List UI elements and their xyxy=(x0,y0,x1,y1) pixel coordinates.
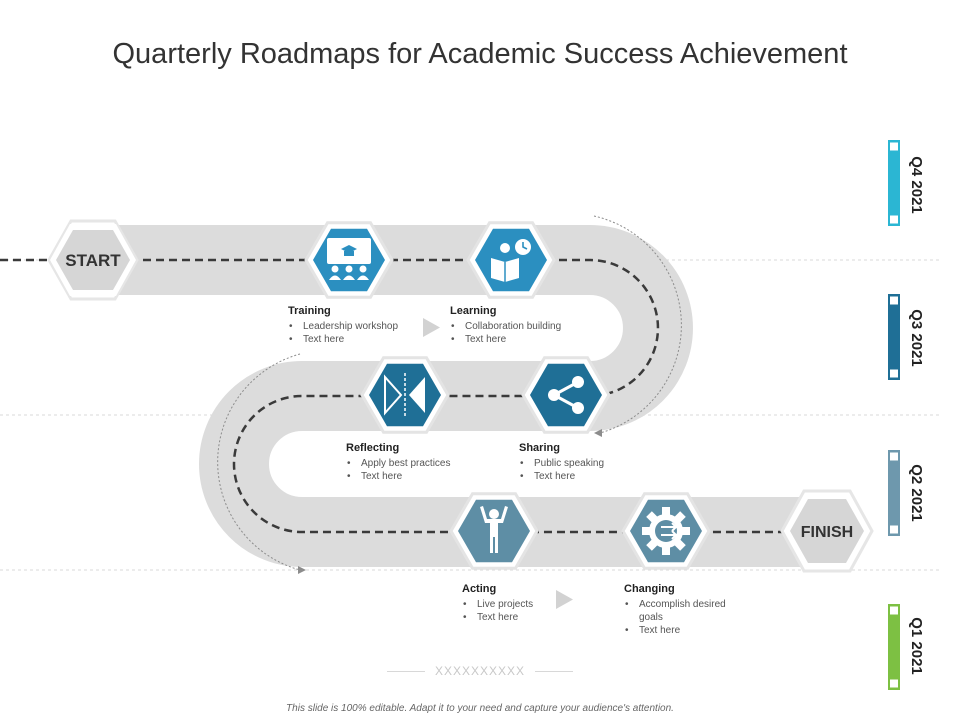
step-hexagon xyxy=(466,221,556,299)
step-hexagons xyxy=(304,221,711,570)
quarter-bar xyxy=(888,140,900,226)
arrow-marker-top xyxy=(423,318,440,337)
start-label: START xyxy=(65,251,121,270)
quarter-label-q3: Q3 2021 xyxy=(908,309,925,367)
gear-arrows-icon xyxy=(642,507,690,555)
quarter-label-q1: Q1 2021 xyxy=(908,617,925,675)
footer-note: This slide is 100% editable. Adapt it to… xyxy=(286,703,674,714)
step-sharing: Sharing Public speaking Text here xyxy=(519,442,604,483)
step-learning: Learning Collaboration building Text her… xyxy=(450,305,561,346)
step-bullet: Text here xyxy=(288,333,398,346)
outer-guide-arc-left xyxy=(217,353,301,571)
step-bullet: Text here xyxy=(346,470,451,483)
step-hexagon xyxy=(521,356,611,434)
step-title: Sharing xyxy=(519,442,560,454)
step-title: Reflecting xyxy=(346,442,400,454)
quarter-label-q4: Q4 2021 xyxy=(908,156,925,214)
quarter-bar xyxy=(888,450,900,536)
quarter-bars xyxy=(888,140,900,690)
road-center-dash xyxy=(0,258,835,534)
quarter-bar xyxy=(888,294,900,380)
step-acting: Acting Live projects Text here xyxy=(462,583,533,624)
hexagon-fill xyxy=(530,363,602,427)
quarter-bar xyxy=(888,604,900,690)
step-bullet: Live projects xyxy=(462,598,533,611)
step-hexagon xyxy=(621,492,711,570)
reading-clock-icon xyxy=(491,239,531,282)
step-bullet: Public speaking xyxy=(519,457,604,470)
step-hexagon xyxy=(304,221,394,299)
mirror-triangles-icon xyxy=(384,373,425,417)
person-arms-up-icon xyxy=(480,506,508,553)
arrowhead-left xyxy=(298,566,306,574)
step-changing: Changing Accomplish desired goals Text h… xyxy=(624,583,734,637)
step-bullet: Text here xyxy=(462,611,533,624)
step-title: Training xyxy=(288,305,331,317)
step-title: Learning xyxy=(450,305,497,317)
step-reflecting: Reflecting Apply best practices Text her… xyxy=(346,442,451,483)
arrowhead-right xyxy=(594,429,602,437)
step-bullet: Text here xyxy=(519,470,604,483)
step-title: Changing xyxy=(624,583,675,595)
step-title: Acting xyxy=(462,583,497,595)
step-training: Training Leadership workshop Text here xyxy=(288,305,398,346)
finish-hexagon xyxy=(780,489,874,573)
step-bullet: Collaboration building xyxy=(450,320,561,333)
start-hexagon xyxy=(47,219,139,301)
presentation-icon xyxy=(327,238,371,280)
step-bullet: Accomplish desired goals xyxy=(624,598,734,624)
share-icon xyxy=(548,376,584,414)
step-bullet: Apply best practices xyxy=(346,457,451,470)
page-title: Quarterly Roadmaps for Academic Success … xyxy=(112,38,848,70)
placeholder-mark: XXXXXXXXXX xyxy=(372,664,588,678)
step-bullet: Leadership workshop xyxy=(288,320,398,333)
step-hexagon xyxy=(449,492,539,570)
quarter-label-q2: Q2 2021 xyxy=(908,464,925,522)
finish-label: FINISH xyxy=(801,524,853,541)
arrow-marker-bottom xyxy=(556,590,573,609)
step-bullet: Text here xyxy=(624,624,734,637)
outer-guide-arc-right xyxy=(593,215,682,434)
step-hexagon xyxy=(360,356,450,434)
step-bullet: Text here xyxy=(450,333,561,346)
